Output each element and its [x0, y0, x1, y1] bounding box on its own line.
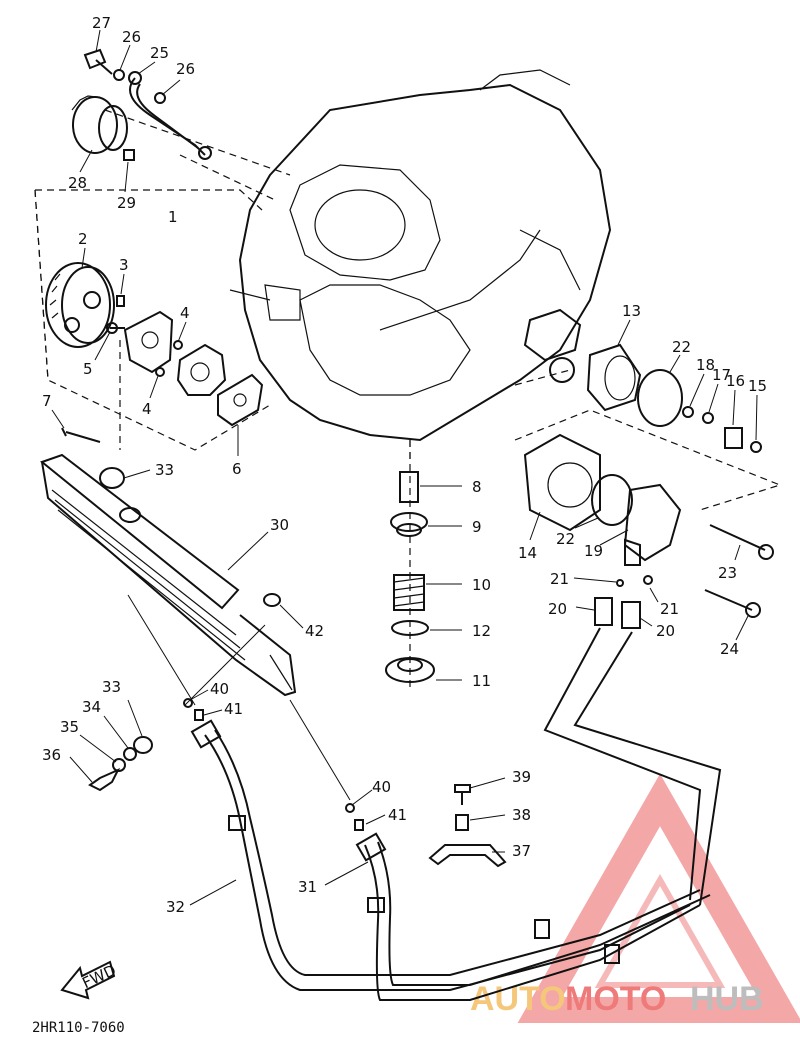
watermark-moto: MOTO: [565, 980, 666, 1018]
callout-22a: 22: [672, 338, 691, 356]
callout-4a: 4: [180, 304, 190, 322]
callout-12: 12: [472, 622, 491, 640]
callout-14: 14: [518, 544, 537, 562]
callout-4b: 4: [142, 400, 152, 418]
callout-34: 34: [82, 698, 101, 716]
callout-19: 19: [584, 542, 603, 560]
watermark-logo: AUTO MOTO HUB: [470, 773, 800, 1023]
clamp-parts: [428, 784, 507, 868]
callout-3: 3: [119, 256, 129, 274]
callout-29: 29: [117, 194, 136, 212]
callout-37: 37: [512, 842, 531, 860]
callout-10: 10: [472, 576, 491, 594]
callout-20b: 20: [656, 622, 675, 640]
callout-31: 31: [298, 878, 317, 896]
callout-24: 24: [720, 640, 739, 658]
callout-13: 13: [622, 302, 641, 320]
watermark-hub: HUB: [690, 980, 764, 1018]
callout-36: 36: [42, 746, 61, 764]
callout-40b: 40: [372, 778, 391, 796]
callout-23: 23: [718, 564, 737, 582]
fwd-label: FWD: [79, 961, 118, 992]
callout-5: 5: [83, 360, 93, 378]
callout-41a: 41: [224, 700, 243, 718]
callout-33a: 33: [155, 461, 174, 479]
callout-1: 1: [168, 208, 178, 226]
crankcase-cover: [229, 69, 612, 442]
mount-bolt-assembly: [88, 698, 364, 831]
callouts: 27 26 25 26 28 29 1 2 3 4 5 4 7 6 33 30 …: [42, 14, 767, 916]
callout-38: 38: [512, 806, 531, 824]
oil-filter-cover-assembly: [523, 308, 774, 906]
part-number-code: 2HR110-7060: [32, 1020, 125, 1036]
callout-40a: 40: [210, 680, 229, 698]
callout-17: 17: [712, 366, 731, 384]
callout-15: 15: [748, 377, 767, 395]
callout-7: 7: [42, 392, 52, 410]
callout-35: 35: [60, 718, 79, 736]
callout-18: 18: [696, 356, 715, 374]
group-outlines: [34, 109, 782, 511]
callout-28: 28: [68, 174, 87, 192]
callout-20a: 20: [548, 600, 567, 618]
oil-pipe-assembly: [71, 48, 212, 161]
oil-pump-assembly: [45, 262, 264, 450]
fwd-arrow: FWD: [60, 960, 119, 1000]
watermark-triangle: [517, 773, 800, 1023]
callout-8: 8: [472, 478, 482, 496]
oil-hoses: [190, 719, 711, 1001]
callout-6: 6: [232, 460, 242, 478]
callout-25: 25: [150, 44, 169, 62]
callout-21b: 21: [660, 600, 679, 618]
callout-21a: 21: [550, 570, 569, 588]
callout-27: 27: [92, 14, 111, 32]
callout-26b: 26: [176, 60, 195, 78]
callout-30: 30: [270, 516, 289, 534]
callout-32: 32: [166, 898, 185, 916]
callout-42: 42: [305, 622, 324, 640]
callout-11: 11: [472, 672, 491, 690]
callout-41b: 41: [388, 806, 407, 824]
callout-33b: 33: [102, 678, 121, 696]
callout-9: 9: [472, 518, 482, 536]
watermark-auto: AUTO: [470, 980, 566, 1018]
callout-22b: 22: [556, 530, 575, 548]
callout-26a: 26: [122, 28, 141, 46]
oil-filter-parts: [385, 440, 435, 690]
callout-39: 39: [512, 768, 531, 786]
callout-2: 2: [78, 230, 88, 248]
callout-16: 16: [726, 372, 745, 390]
oil-cooler: [39, 453, 351, 801]
